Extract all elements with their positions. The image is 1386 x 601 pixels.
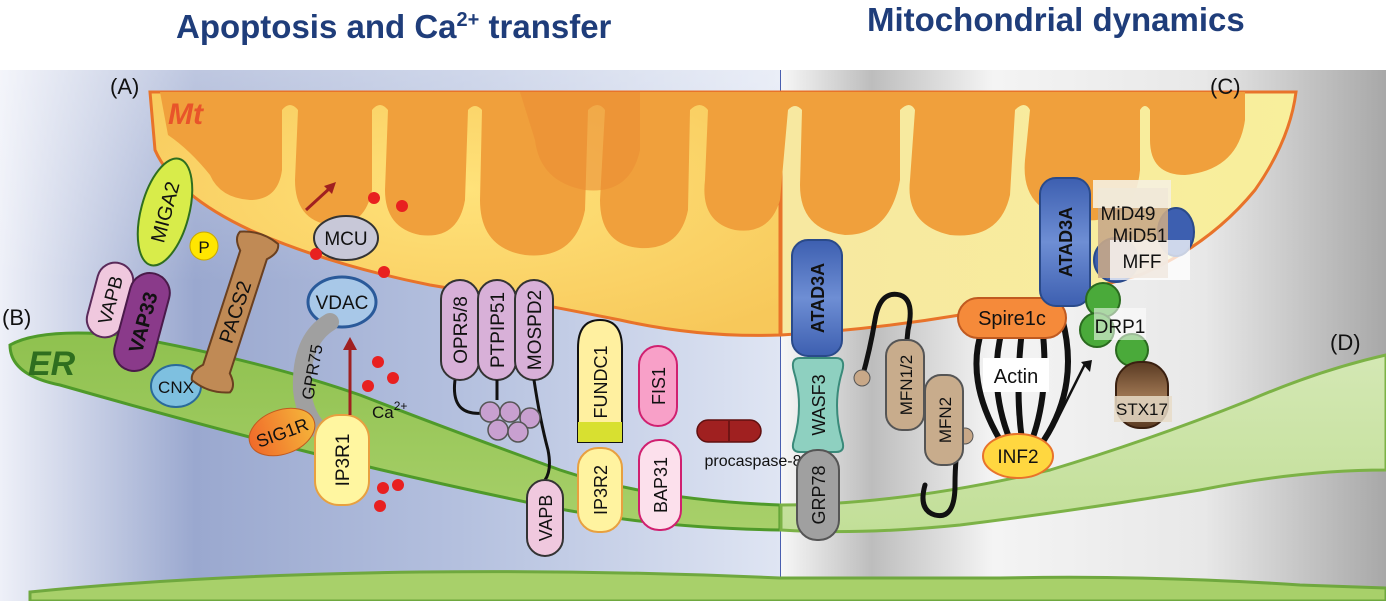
svg-text:FIS1: FIS1 [649,367,669,405]
svg-text:IP3R1: IP3R1 [333,434,354,487]
cristae [160,92,1245,256]
svg-text:GRP78: GRP78 [809,465,829,524]
procaspase8-protein: procaspase-8 [696,419,802,470]
svg-text:PTPIP51: PTPIP51 [488,292,509,368]
right-panel-title: Mitochondrial dynamics [867,1,1245,38]
ca-arrow-mcu [304,186,332,212]
inf2-protein: INF2 [982,433,1054,479]
svg-text:MFN1/2: MFN1/2 [897,355,916,415]
svg-text:CNX: CNX [158,378,194,397]
mid-mff-complex: MiD49 MiD51 MFF [1093,180,1195,283]
ptpip51-beads [479,401,541,443]
svg-text:VAPB: VAPB [536,495,556,542]
vdac-protein: VDAC [306,275,378,329]
panel-label-c: (C) [1210,74,1241,99]
ca-label: Ca2+ [372,399,407,422]
panel-label-a: (A) [110,74,139,99]
vap33-protein: VAP33 [113,272,171,372]
mid51-label: MiD51 [1113,226,1168,247]
svg-text:Actin: Actin [994,366,1038,388]
svg-text:P: P [198,238,209,257]
mff-label: MFF [1122,252,1161,273]
svg-text:ATAD3A: ATAD3A [1056,207,1076,277]
ca-arrowhead-mcu [324,182,336,194]
mfn12-protein: MFN1/2 [885,339,925,431]
cristae-inner [520,92,640,191]
sig1r-protein: SIG1R [248,407,316,457]
stx17-protein: STX17 [1114,361,1172,429]
bap31-protein: BAP31 [638,439,682,531]
fis1-protein: FIS1 [638,345,678,427]
spire1c-protein: Spire1c [957,297,1067,339]
opr58-protein: OPR5/8 [440,279,480,381]
cnx-protein: CNX [150,364,202,408]
left-panel-title: Apoptosis and Ca2+ transfer [176,8,612,45]
mfn2-protein: MFN2 [924,374,964,466]
svg-text:MOSPD2: MOSPD2 [525,290,546,370]
mito-label: Mt [168,98,205,131]
inf2-drp1-arrowhead [1081,360,1092,372]
ca-arrowhead-vdac [343,337,357,350]
fundc1-protein: FUNDC1 [577,318,623,443]
vapb-protein-2: VAPB [526,479,564,557]
svg-text:DRP1: DRP1 [1095,317,1146,338]
grp78-protein: GRP78 [796,449,840,541]
svg-text:OPR5/8: OPR5/8 [451,296,472,364]
wasf3-protein: WASF3 [791,357,845,453]
actin-label: Actin [983,358,1049,392]
ptpip51-protein: PTPIP51 [477,279,517,381]
calcium-ions [310,192,408,512]
ip3r1-protein: IP3R1 [314,414,370,506]
panel-label-d: (D) [1330,330,1361,355]
drp1-protein: DRP1 [1079,282,1149,367]
phosphate-badge: P [189,231,219,261]
miga2-protein: MIGA2 [136,157,194,267]
svg-text:IP3R2: IP3R2 [591,465,611,515]
svg-text:Spire1c: Spire1c [978,308,1046,330]
svg-text:procaspase-8: procaspase-8 [705,453,802,470]
svg-text:STX17: STX17 [1116,400,1168,419]
mfn-head-1 [853,369,871,387]
svg-text:VDAC: VDAC [316,293,369,314]
svg-text:BAP31: BAP31 [651,457,671,513]
inf2-drp1-arrow [1054,361,1088,423]
mospd2-protein: MOSPD2 [514,279,554,381]
mcu-protein: MCU [313,215,379,261]
svg-text:FUNDC1: FUNDC1 [591,345,611,418]
svg-text:MFN2: MFN2 [936,397,955,443]
svg-text:INF2: INF2 [997,447,1038,468]
panel-label-b: (B) [2,305,31,330]
svg-text:ATAD3A: ATAD3A [808,263,828,333]
atad3a-protein-left: ATAD3A [791,239,843,357]
svg-text:WASF3: WASF3 [809,374,829,435]
atad3a-protein-right: ATAD3A [1039,177,1091,307]
er-label: ER [28,345,76,383]
er-bottom [28,570,1386,601]
mid49-label: MiD49 [1101,204,1156,225]
svg-text:MCU: MCU [324,229,367,250]
ip3r2-protein: IP3R2 [577,447,623,533]
